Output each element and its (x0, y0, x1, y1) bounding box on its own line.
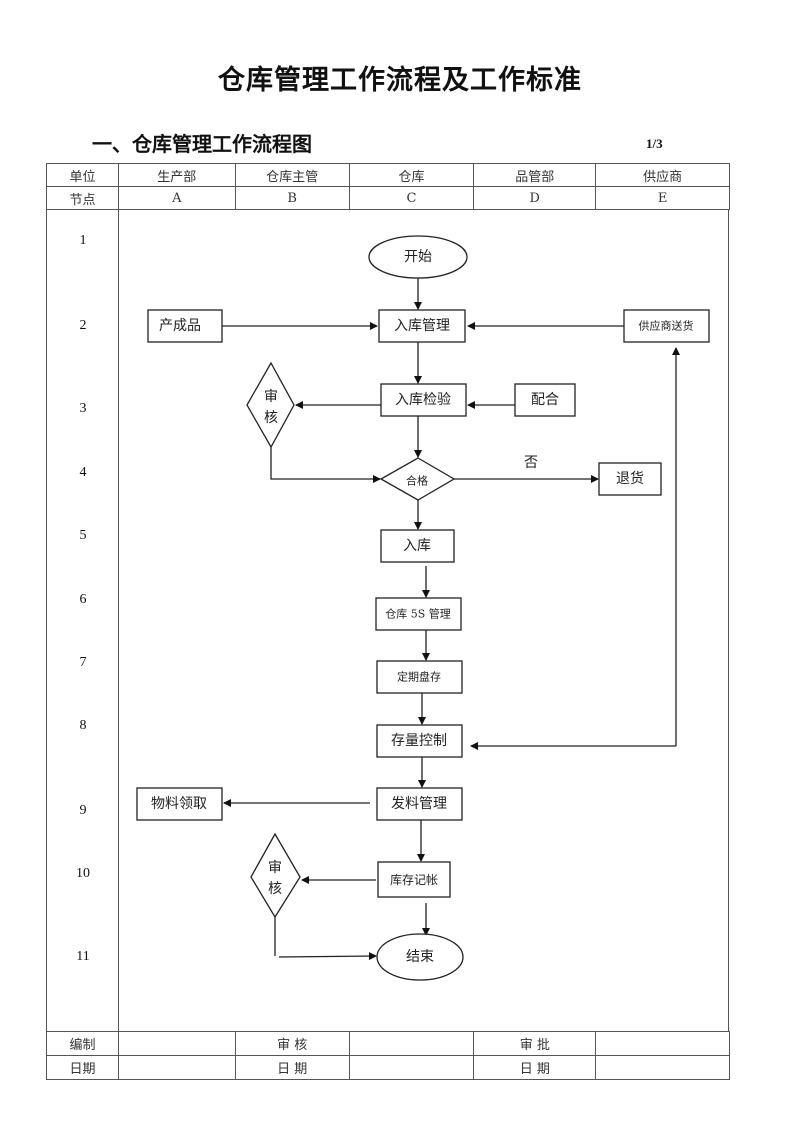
step-number: 9 (79, 803, 87, 818)
document-title: 仓库管理工作流程及工作标准 (218, 65, 582, 96)
edge-review-to-end-arrow (278, 952, 377, 961)
node-review-2 (250, 832, 301, 919)
node-inventory-booking (377, 861, 451, 898)
node-return-goods (598, 462, 662, 496)
approved-by-field (595, 1031, 730, 1056)
label-qualified: 合格 (406, 474, 428, 488)
node-supplier-delivery (623, 309, 710, 343)
node-cell: A (117, 186, 236, 210)
node-cell: B (234, 186, 350, 210)
node-cell: D (473, 186, 597, 210)
step-number: 1 (79, 233, 87, 248)
unit-cell: 生产部 (117, 163, 236, 187)
label-review-1-line1: 审 (264, 389, 278, 405)
node-warehouse-5s (375, 597, 462, 631)
node-label: 节点 (46, 186, 119, 210)
edge-review-to-qualified (270, 447, 381, 483)
label-reject: 否 (524, 455, 538, 471)
label-inventory-control: 存量控制 (391, 733, 447, 749)
prepared-by-label: 编制 (46, 1031, 119, 1056)
label-review-2-line1: 审 (268, 860, 282, 876)
label-inbound-mgmt: 入库管理 (394, 318, 450, 334)
reviewed-by-label: 审 核 (234, 1031, 350, 1056)
step-number: 6 (79, 592, 87, 607)
label-finished-goods: 产成品 (159, 318, 201, 334)
date-row: 日期 日 期 日 期 (46, 1055, 730, 1080)
label-issue-mgmt: 发料管理 (391, 796, 447, 812)
section-heading: 一、仓库管理工作流程图 (92, 132, 312, 156)
step-number: 10 (76, 866, 90, 881)
step-number: 3 (79, 401, 87, 416)
diagram-body (46, 210, 729, 1031)
header-table: 单位 生产部 仓库主管 仓库 品管部 供应商 节点 A B C D E (46, 163, 730, 210)
node-end (376, 933, 464, 981)
node-qualified (379, 457, 456, 501)
node-warehousing (380, 529, 455, 563)
node-inventory-control (376, 724, 463, 758)
label-return-goods: 退货 (616, 470, 644, 487)
label-material-pickup: 物料领取 (151, 796, 207, 812)
date-label: 日 期 (473, 1055, 597, 1080)
date-field (117, 1055, 236, 1080)
approved-by-label: 审 批 (473, 1031, 597, 1056)
prepared-by-field (117, 1031, 236, 1056)
step-column-divider (118, 210, 119, 1031)
label-inbound-inspection: 入库检验 (395, 392, 451, 408)
node-cell: E (595, 186, 730, 210)
label-warehouse-5s: 仓库 5S 管理 (385, 607, 451, 621)
step-number: 7 (79, 655, 87, 670)
page-indicator: 1/3 (646, 136, 663, 151)
node-inbound-inspection (380, 383, 467, 417)
label-review-2-line2: 核 (268, 881, 282, 897)
node-cooperate (514, 383, 576, 417)
node-row: 节点 A B C D E (46, 186, 730, 210)
date-field (348, 1055, 475, 1080)
reviewed-by-field (348, 1031, 475, 1056)
label-start: 开始 (404, 249, 432, 265)
unit-cell: 仓库主管 (234, 163, 350, 187)
node-inbound-mgmt (378, 309, 466, 343)
step-number: 2 (79, 318, 87, 333)
node-start (368, 235, 468, 279)
step-number: 5 (79, 528, 87, 543)
node-finished-goods (147, 309, 223, 343)
signoff-row: 编制 审 核 审 批 (46, 1031, 730, 1056)
date-field (595, 1055, 730, 1080)
step-number: 4 (79, 465, 87, 480)
label-cooperate: 配合 (531, 392, 559, 408)
label-review-1-line2: 核 (264, 410, 278, 426)
date-label: 日 期 (234, 1055, 350, 1080)
unit-cell: 供应商 (595, 163, 730, 187)
label-end: 结束 (406, 949, 434, 965)
label-inventory-booking: 库存记帐 (390, 872, 438, 887)
step-number: 8 (79, 718, 87, 733)
step-number: 11 (76, 949, 90, 964)
node-review-1 (246, 361, 295, 449)
node-cell: C (348, 186, 475, 210)
node-periodic-count (376, 660, 463, 694)
signoff-table: 编制 审 核 审 批 日期 日 期 日 期 (46, 1031, 730, 1080)
date-label: 日期 (46, 1055, 119, 1080)
node-issue-mgmt (376, 787, 463, 821)
label-warehousing: 入库 (403, 538, 431, 554)
label-periodic-count: 定期盘存 (397, 670, 441, 684)
unit-row: 单位 生产部 仓库主管 仓库 品管部 供应商 (46, 163, 730, 187)
node-material-pickup (136, 787, 223, 821)
label-supplier-delivery: 供应商送货 (639, 319, 694, 333)
